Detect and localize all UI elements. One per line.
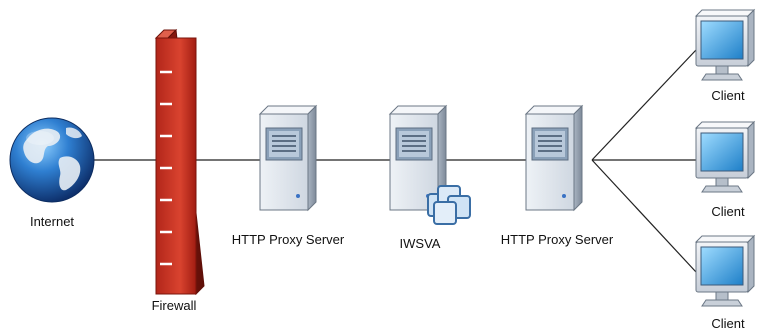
monitor-icon — [695, 121, 755, 193]
globe-icon — [9, 117, 95, 203]
link-proxy-right-client-3 — [591, 159, 697, 273]
server-with-cubes-icon — [389, 105, 471, 225]
client-label: Client — [711, 204, 745, 219]
internet-label: Internet — [29, 214, 75, 229]
link-proxy-right-client-1 — [591, 49, 697, 161]
server-icon — [525, 105, 583, 211]
iwsva-label: IWSVA — [399, 236, 441, 251]
server-icon — [259, 105, 317, 211]
monitor-icon — [695, 235, 755, 307]
proxy-left-label: HTTP Proxy Server — [231, 232, 345, 247]
firewall-label: Firewall — [151, 298, 197, 313]
firewall-icon — [154, 28, 205, 296]
proxy-right-label: HTTP Proxy Server — [500, 232, 614, 247]
client-label: Client — [711, 316, 745, 331]
client-label: Client — [711, 88, 745, 103]
connection-lines — [92, 49, 697, 273]
monitor-icon — [695, 9, 755, 81]
